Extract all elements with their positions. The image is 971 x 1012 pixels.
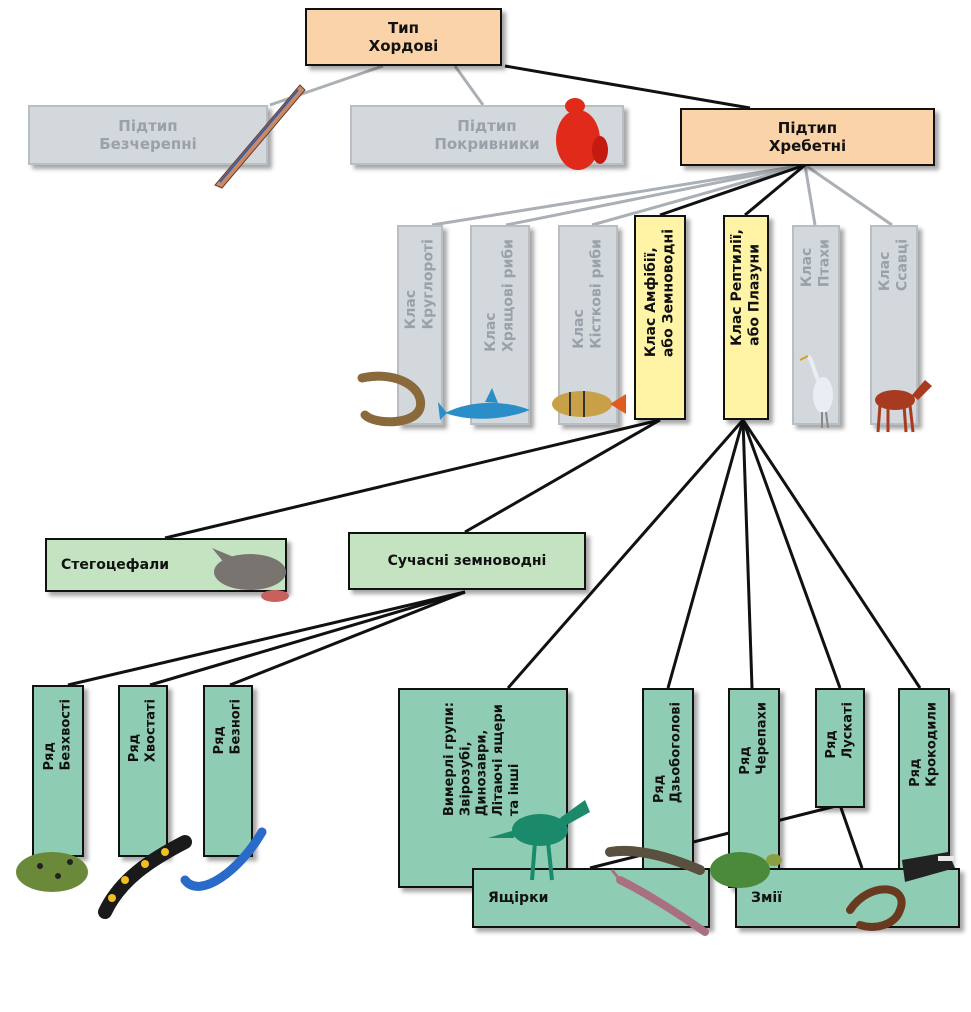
line-to-vertebrates (504, 64, 751, 110)
line-to-amphibians (659, 163, 806, 217)
class-bony-fish-box: Клас Кісткові риби (558, 225, 618, 425)
order-rhynchocephalia-label: Ряд Дзьобоголові (651, 702, 683, 804)
subphylum-tunicata-box: Підтип Покривники (350, 105, 624, 165)
extinct-groups-box: Вимерлі групи: Звірозубі, Динозаври, Літ… (398, 688, 568, 888)
order-crocodiles-box: Ряд Крокодили (898, 688, 950, 888)
subphylum-vertebrata-label: Підтип Хребетні (768, 119, 847, 155)
order-squamata-box: Ряд Лускаті (815, 688, 865, 808)
class-mammals-box: Клас Ссавці (870, 225, 918, 425)
class-reptiles-box: Клас Рептилії, або Плазуни (723, 215, 769, 420)
line-to-squamata (741, 419, 842, 689)
lizards-label: Ящірки (488, 889, 549, 906)
class-cartilaginous-fish-box: Клас Хрящові риби (470, 225, 530, 425)
subphylum-acrania-label: Підтип Безчерепні (99, 117, 197, 153)
order-squamata-label: Ряд Лускаті (823, 702, 855, 759)
order-anura-box: Ряд Безхвості (32, 685, 84, 857)
line-to-birds (803, 164, 817, 226)
line-to-mammals (804, 163, 893, 227)
line-to-stegocephali (164, 418, 661, 540)
snakes-label: Змії (751, 889, 782, 906)
order-apoda-label: Ряд Безногі (211, 699, 243, 755)
order-caudata-box: Ряд Хвостаті (118, 685, 168, 857)
line-to-modern-amphibians (464, 418, 661, 534)
class-bony-fish-label: Клас Кісткові риби (570, 239, 605, 349)
line-to-snakes (838, 804, 864, 869)
class-cyclostomes-label: Клас Круглороті (402, 239, 437, 330)
class-amphibians-label: Клас Амфібії, або Земноводні (642, 229, 677, 358)
line-to-turtles (741, 419, 754, 689)
class-cyclostomes-box: Клас Круглороті (397, 225, 443, 425)
class-birds-box: Клас Птахи (792, 225, 840, 425)
modern-amphibians-label: Сучасні земноводні (387, 552, 547, 569)
snakes-box: Змії (735, 868, 960, 928)
order-anura-label: Ряд Безхвості (41, 699, 73, 771)
line-to-tunicates (453, 65, 485, 106)
class-amphibians-box: Клас Амфібії, або Земноводні (634, 215, 686, 420)
stegocephali-label: Стегоцефали (61, 556, 170, 573)
line-to-cartilaginous (505, 163, 806, 227)
phylum-chordata-box: Тип Хордові (305, 8, 502, 66)
modern-amphibians-box: Сучасні земноводні (348, 532, 586, 590)
line-to-acrania (269, 64, 384, 107)
subphylum-vertebrata-box: Підтип Хребетні (680, 108, 935, 166)
class-birds-label: Клас Птахи (798, 239, 833, 288)
line-to-crocodiles (741, 419, 922, 689)
order-turtles-box: Ряд Черепахи (728, 688, 780, 888)
subphylum-acrania-box: Підтип Безчерепні (28, 105, 268, 165)
extinct-groups-label: Вимерлі групи: Звірозубі, Динозаври, Літ… (442, 702, 523, 817)
order-turtles-label: Ряд Черепахи (737, 702, 769, 775)
line-to-rhynchocephalia (666, 419, 745, 689)
line-to-bony-fish (591, 163, 806, 227)
line-to-caudata (149, 590, 466, 687)
phylum-label: Тип Хордові (368, 19, 439, 55)
lizards-box: Ящірки (472, 868, 710, 928)
subphylum-tunicata-label: Підтип Покривники (434, 117, 540, 153)
class-mammals-label: Клас Ссавці (876, 239, 911, 292)
line-to-reptiles (744, 163, 806, 217)
order-crocodiles-label: Ряд Крокодили (907, 702, 939, 787)
line-to-lizards (589, 803, 841, 870)
order-apoda-box: Ряд Безногі (203, 685, 253, 857)
stegocephali-box: Стегоцефали (45, 538, 287, 592)
class-reptiles-label: Клас Рептилії, або Плазуни (728, 229, 763, 346)
line-to-apoda (229, 590, 466, 687)
order-rhynchocephalia-box: Ряд Дзьобоголові (642, 688, 694, 888)
class-cartilaginous-fish-label: Клас Хрящові риби (482, 239, 517, 352)
order-caudata-label: Ряд Хвостаті (126, 699, 158, 763)
line-to-anura (67, 590, 466, 687)
line-to-extinct (506, 419, 745, 689)
line-to-cyclostomes (431, 163, 806, 227)
